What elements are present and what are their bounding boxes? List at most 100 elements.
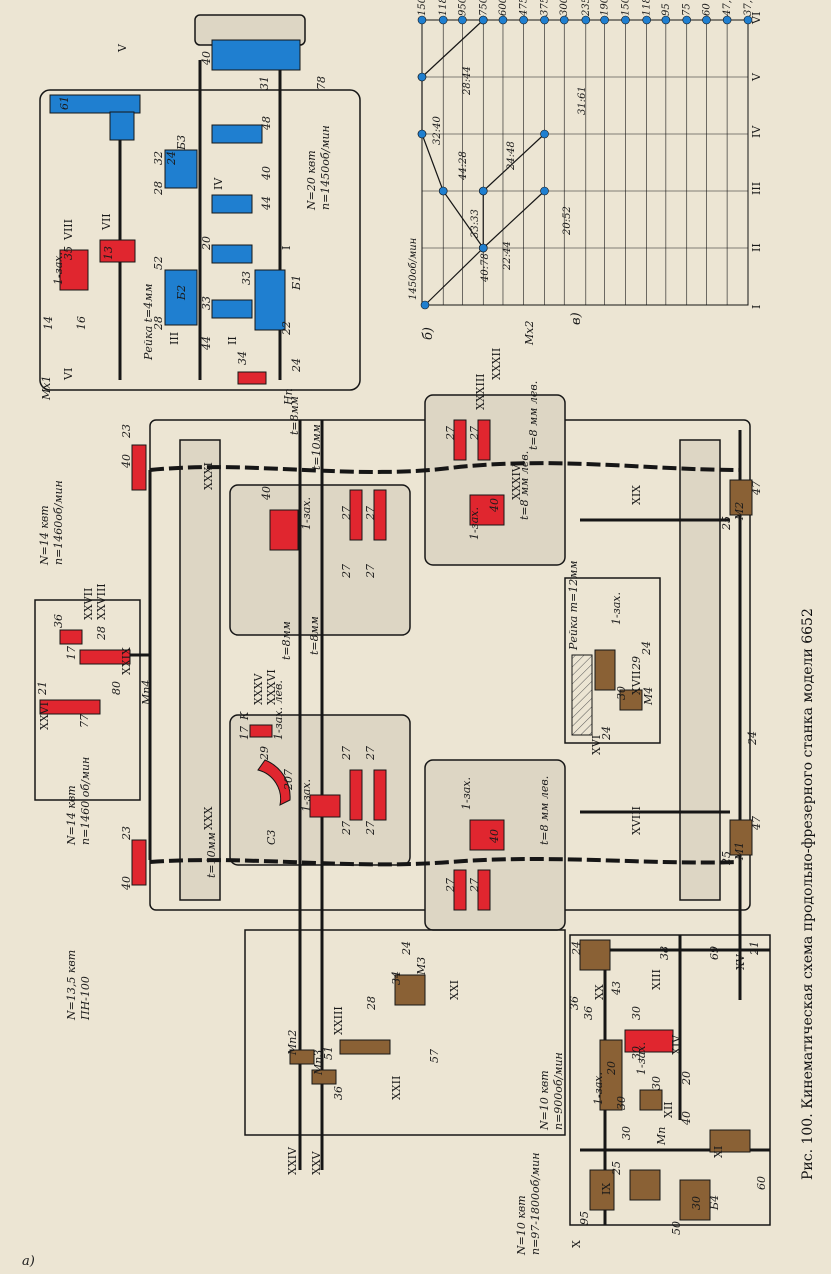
- svg-text:27: 27: [364, 821, 377, 836]
- svg-text:С3: С3: [265, 830, 278, 845]
- speed-tick-label: 375: [540, 0, 551, 16]
- svg-text:XIX: XIX: [630, 485, 643, 505]
- svg-text:43: 43: [610, 981, 623, 996]
- svg-text:60: 60: [755, 1176, 768, 1190]
- svg-text:XXIX: XXIX: [120, 647, 133, 675]
- svg-text:40: 40: [680, 1111, 693, 1126]
- figure-caption: Рис. 100. Кинематическая схема продольно…: [800, 608, 816, 1180]
- svg-text:27: 27: [444, 426, 457, 441]
- motor4-speed: n=900об/мин: [552, 1052, 565, 1130]
- svg-text:36: 36: [52, 614, 65, 628]
- svg-text:52: 52: [152, 256, 165, 270]
- svg-text:207: 207: [282, 769, 295, 791]
- gear-ratio-label: 31:61: [577, 86, 588, 115]
- output-speed-node: [682, 15, 692, 25]
- svg-text:61: 61: [58, 96, 71, 110]
- motor2-power: N=14 квт: [65, 785, 78, 846]
- svg-text:23: 23: [120, 424, 133, 439]
- motor5-speed: n=97-1800об/мин: [529, 1152, 542, 1255]
- svg-text:28: 28: [365, 996, 378, 1011]
- gear-ratio-label: 28:44: [462, 66, 473, 96]
- svg-text:33: 33: [240, 271, 253, 285]
- svg-text:20: 20: [200, 236, 213, 251]
- svg-text:28: 28: [152, 181, 165, 196]
- svg-text:VI: VI: [62, 368, 75, 381]
- output-speed-node: [458, 15, 467, 25]
- svg-text:XX: XX: [593, 984, 606, 1000]
- svg-text:XXVII: XXVII: [82, 588, 95, 620]
- svg-text:XXVIII: XXVIII: [95, 583, 108, 620]
- svg-text:XIV: XIV: [670, 1034, 683, 1055]
- svg-text:29: 29: [258, 746, 271, 761]
- svg-text:40: 40: [260, 486, 273, 501]
- shaft-tick-label: VI: [750, 12, 763, 25]
- svg-text:27: 27: [468, 426, 481, 441]
- input-speed-label: 1450об/мин: [408, 238, 419, 300]
- svg-text:28: 28: [152, 316, 165, 331]
- svg-text:Рейка t=4мм: Рейка t=4мм: [142, 284, 155, 362]
- svg-text:24: 24: [165, 151, 178, 166]
- svg-text:25: 25: [720, 516, 733, 531]
- svg-text:t=8мм: t=8мм: [308, 616, 321, 655]
- shaft-labels-a: X IX XI XII XIII XIV XV XVI XVII XVIII X…: [38, 348, 747, 1248]
- svg-text:XXXVI: XXXVI: [265, 669, 278, 705]
- svg-text:Мп3: Мп3: [312, 1050, 325, 1076]
- tooth-numbers-left: 95 25 50 30 30 40 60 20 30 30 20 36 30 3…: [322, 941, 768, 1235]
- output-speed-node: [519, 15, 528, 25]
- output-speed-node: [478, 15, 488, 25]
- svg-text:38: 38: [658, 946, 671, 960]
- svg-text:III: III: [168, 332, 181, 345]
- output-speed-node: [661, 15, 671, 25]
- gear-ratio-label: 24:48: [506, 141, 517, 171]
- svg-text:44: 44: [260, 196, 273, 211]
- svg-text:47: 47: [750, 481, 763, 496]
- svg-text:80: 80: [110, 681, 123, 695]
- svg-text:t=10мм: t=10мм: [205, 832, 218, 878]
- clutch-labels-a: Мх2 Мп4 Мп2 Мп3 М1 М2 М3 М4 Б4 К С3 Мп: [140, 321, 746, 1211]
- gears-red: [39, 239, 674, 1053]
- speed-tick-label: 750: [478, 0, 489, 16]
- svg-text:40: 40: [488, 498, 501, 513]
- panel-c-label: в): [569, 312, 584, 325]
- output-speed-node: [559, 15, 569, 25]
- gear-ratio-label: 33:33: [470, 209, 481, 238]
- output-speed-node: [743, 15, 753, 25]
- svg-text:17: 17: [65, 646, 78, 660]
- svg-text:1-зах.: 1-зах.: [300, 497, 313, 530]
- speed-tick-label: 300: [559, 0, 570, 16]
- speed-node: [438, 186, 448, 196]
- panel-b-label: б): [421, 327, 436, 340]
- svg-text:t=8 мм лев.: t=8 мм лев.: [527, 381, 540, 450]
- shaft-tick-label: V: [750, 72, 763, 82]
- svg-text:XXXII: XXXII: [490, 348, 503, 380]
- lead-labels: t=10мм t=10мм t=8мм t=8мм t=8мм t=8 мм л…: [142, 284, 580, 879]
- svg-text:Мх1: Мх1: [40, 376, 53, 401]
- svg-text:29: 29: [630, 656, 643, 671]
- svg-text:30: 30: [620, 1126, 633, 1140]
- gear-ratio-label: 40:78: [480, 253, 491, 283]
- svg-text:27: 27: [364, 506, 377, 521]
- svg-text:1-зах.: 1-зах.: [52, 252, 65, 285]
- svg-text:XXXIV: XXXIV: [510, 463, 523, 500]
- svg-text:24: 24: [746, 731, 759, 746]
- svg-text:14: 14: [42, 316, 55, 330]
- svg-text:27: 27: [364, 746, 377, 761]
- svg-text:78: 78: [315, 76, 328, 90]
- speed-tick-label: 37,5: [743, 0, 754, 16]
- svg-text:21: 21: [36, 681, 49, 696]
- speed-node: [540, 129, 549, 139]
- svg-text:27: 27: [468, 878, 481, 893]
- svg-text:Мп: Мп: [655, 1127, 668, 1146]
- svg-text:1-зах.: 1-зах.: [468, 507, 481, 540]
- motor1-power: N=14 квт: [38, 505, 51, 566]
- svg-text:XIII: XIII: [650, 969, 663, 990]
- speed-ray: [421, 133, 444, 192]
- speed-tick-label: 190: [600, 0, 611, 16]
- motor5-power: N=10 квт: [515, 1195, 528, 1256]
- output-speed-node: [702, 15, 711, 25]
- svg-text:77: 77: [78, 714, 91, 728]
- svg-text:Б1: Б1: [290, 275, 303, 291]
- svg-text:XI: XI: [712, 1146, 725, 1158]
- speed-tick-label: 118: [642, 0, 653, 16]
